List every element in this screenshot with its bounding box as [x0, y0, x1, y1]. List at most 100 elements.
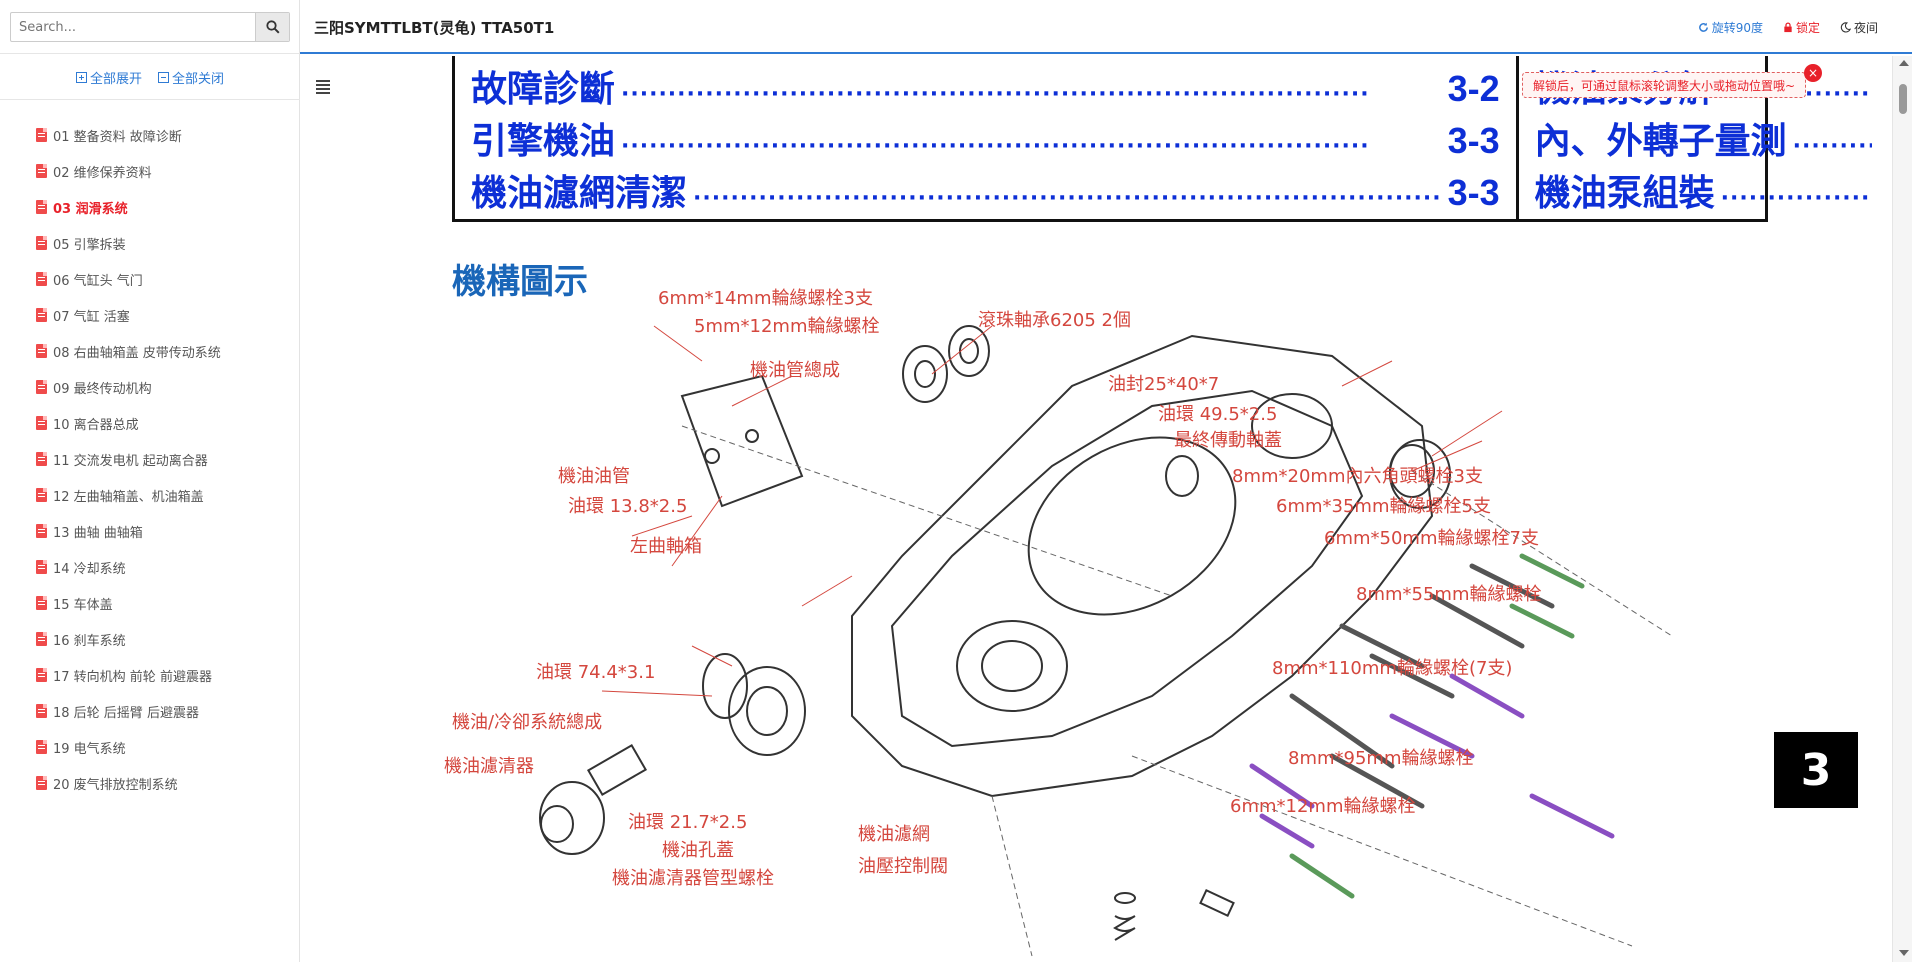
chapter-item[interactable]: 07 气缸 活塞 [36, 297, 221, 333]
chapter-item[interactable]: 10 离合器总成 [36, 405, 221, 441]
chapter-item[interactable]: 01 整备资料 故障诊断 [36, 117, 221, 153]
toc-leader-dots: ········································… [693, 186, 1442, 211]
pdf-file-icon [36, 380, 47, 394]
divider [0, 53, 300, 54]
part-label: 6mm*12mm輪緣螺栓 [1230, 796, 1416, 817]
chapter-label: 16 刹车系统 [53, 633, 126, 649]
part-label: 機油/冷卻系統總成 [452, 712, 603, 733]
plus-square-icon [75, 71, 87, 83]
chapter-item[interactable]: 13 曲轴 曲轴箱 [36, 513, 221, 549]
part-label: 機油管總成 [750, 360, 840, 381]
night-label: 夜间 [1853, 21, 1878, 35]
part-label: 8mm*20mm內六角頭螺栓3支 [1232, 466, 1483, 487]
part-label: 油封25*40*7 [1108, 374, 1220, 395]
chapter-label: 09 最终传动机构 [53, 381, 152, 397]
close-icon[interactable]: × [1804, 64, 1822, 82]
moon-icon [1840, 22, 1851, 33]
search-icon [265, 20, 280, 34]
pdf-file-icon [36, 272, 47, 286]
scroll-up-arrow-icon[interactable] [1899, 60, 1909, 66]
part-label: 油環 21.7*2.5 [628, 812, 748, 833]
part-label: 6mm*35mm輪緣螺栓5支 [1276, 496, 1491, 517]
pdf-file-icon [36, 776, 47, 790]
part-label: 機油濾清器管型螺栓 [612, 868, 774, 889]
toc-entry-page: 3-3 [1447, 120, 1500, 161]
engine-case-drawing [539, 325, 1673, 957]
pdf-file-icon [36, 668, 47, 682]
part-label: 油環 13.8*2.5 [568, 496, 688, 517]
collapse-all-button[interactable]: 全部关闭 [158, 66, 224, 88]
sidebar: 全部展开 全部关闭 01 整备资料 故障诊断 02 维修保养资料 03 润滑系统 05… [0, 0, 300, 962]
scrollbar-thumb[interactable] [1899, 84, 1907, 114]
toc-entry-title: 內、外轉子量測 [1534, 121, 1787, 162]
document-page[interactable]: 故障診斷····································… [372, 56, 1872, 962]
chapter-item[interactable]: 05 引擎拆装 [36, 225, 221, 261]
lock-label: 锁定 [1795, 21, 1820, 35]
chapter-item[interactable]: 08 右曲轴箱盖 皮带传动系统 [36, 333, 221, 369]
toc-entry: 機油濾網清潔··································… [471, 164, 1500, 216]
pdf-file-icon [36, 164, 47, 178]
chapter-item[interactable]: 15 车体盖 [36, 585, 221, 621]
night-mode-button[interactable]: 夜间 [1840, 19, 1878, 36]
expand-all-button[interactable]: 全部展开 [75, 66, 142, 88]
tree-tools: 全部展开 全部关闭 [0, 66, 300, 88]
chapter-label: 17 转向机构 前轮 前避震器 [53, 669, 212, 685]
part-label: 油環 74.4*3.1 [536, 662, 656, 683]
chapter-item[interactable]: 06 气缸头 气门 [36, 261, 221, 297]
chapter-label: 06 气缸头 气门 [53, 273, 143, 289]
chapter-item[interactable]: 18 后轮 后摇臂 后避震器 [36, 693, 221, 729]
part-label: 滾珠軸承6205 2個 [978, 310, 1131, 331]
document-title: 三阳SYMTTLBT(灵龟) TTA50T1 [314, 19, 555, 37]
chapter-label: 01 整备资料 故障诊断 [53, 129, 182, 145]
toc-left-column: 故障診斷····································… [455, 56, 1516, 219]
rotate-button[interactable]: 旋转90度 [1698, 19, 1763, 36]
rotate-icon [1698, 22, 1708, 32]
part-label: 8mm*95mm輪緣螺栓 [1288, 748, 1474, 769]
header: 三阳SYMTTLBT(灵龟) TTA50T1 旋转90度 锁定 [300, 0, 1912, 54]
search-input[interactable] [11, 13, 255, 41]
lock-icon [1784, 22, 1792, 33]
part-label: 6mm*50mm輪緣螺栓7支 [1324, 528, 1539, 549]
chapter-item[interactable]: 09 最终传动机构 [36, 369, 221, 405]
search-button[interactable] [255, 13, 289, 41]
pdf-file-icon [36, 704, 47, 718]
chapter-label: 07 气缸 活塞 [53, 309, 130, 325]
chapter-item[interactable]: 02 维修保养资料 [36, 153, 221, 189]
chapter-label: 08 右曲轴箱盖 皮带传动系统 [53, 345, 221, 361]
chapter-item[interactable]: 14 冷却系统 [36, 549, 221, 585]
toc-leader-dots: ········································… [1720, 186, 1872, 211]
chapter-list: 01 整备资料 故障诊断 02 维修保养资料 03 润滑系统 05 引擎拆装 06 气缸… [36, 117, 221, 801]
chapter-item[interactable]: 12 左曲轴箱盖、机油箱盖 [36, 477, 221, 513]
part-label: 6mm*14mm輪緣螺栓3支 [658, 288, 873, 309]
lock-button[interactable]: 锁定 [1783, 19, 1820, 36]
chapter-label: 11 交流发电机 起动离合器 [53, 453, 208, 469]
part-label: 油環 49.5*2.5 [1158, 404, 1278, 425]
toc-leader-dots: ········································… [621, 134, 1370, 159]
chapter-label: 14 冷却系统 [53, 561, 126, 577]
chapter-item[interactable]: 20 废气排放控制系统 [36, 765, 221, 801]
chapter-item[interactable]: 03 润滑系统 [36, 189, 221, 225]
pdf-file-icon [36, 416, 47, 430]
chapter-label: 13 曲轴 曲轴箱 [53, 525, 143, 541]
exploded-diagram: 6mm*14mm輪緣螺栓3支 5mm*12mm輪緣螺栓 滾珠軸承6205 2個 … [432, 288, 1872, 962]
pdf-file-icon [36, 344, 47, 358]
pdf-file-icon [36, 632, 47, 646]
scroll-down-arrow-icon[interactable] [1899, 950, 1909, 956]
chapter-label: 03 润滑系统 [53, 201, 128, 217]
chapter-label: 10 离合器总成 [53, 417, 139, 433]
toc-leader-dots: ········································… [621, 82, 1370, 107]
pdf-file-icon [36, 236, 47, 250]
part-label: 左曲軸箱 [630, 536, 702, 557]
toc-entry: 引擎機油····································… [471, 112, 1500, 164]
chapter-item[interactable]: 11 交流发电机 起动离合器 [36, 441, 221, 477]
toc-entry-title: 故障診斷 [471, 69, 616, 110]
chapter-item[interactable]: 17 转向机构 前轮 前避震器 [36, 657, 221, 693]
chapter-item[interactable]: 16 刹车系统 [36, 621, 221, 657]
part-label: 5mm*12mm輪緣螺栓 [694, 316, 880, 337]
pdf-file-icon [36, 308, 47, 322]
menu-toggle[interactable] [316, 80, 330, 96]
header-actions: 旋转90度 锁定 夜间 [1698, 19, 1878, 36]
chapter-item[interactable]: 19 电气系统 [36, 729, 221, 765]
scrollbar[interactable] [1892, 56, 1912, 962]
toc-entry-title: 機油泵組裝 [1534, 173, 1715, 214]
